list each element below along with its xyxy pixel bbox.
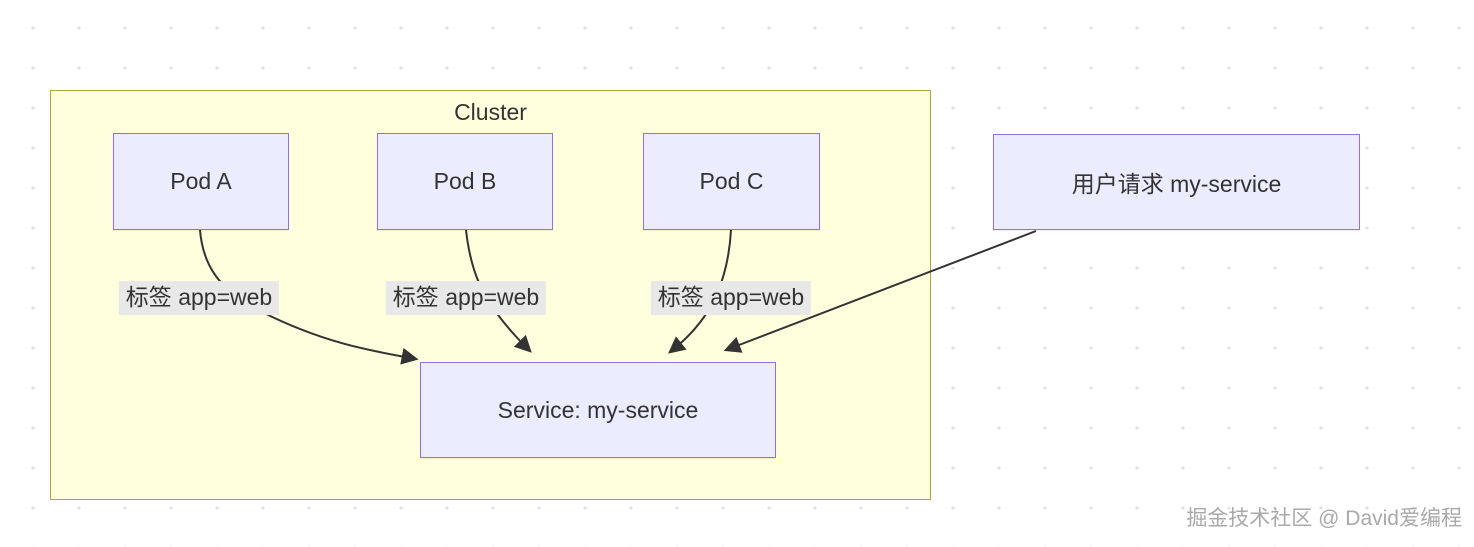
- watermark: 掘金技术社区 @ David爱编程: [1186, 507, 1462, 530]
- node-pod-a-label: Pod A: [170, 168, 232, 194]
- node-user-request: 用户请求 my-service: [993, 134, 1360, 230]
- node-pod-c: Pod C: [643, 133, 820, 230]
- edge-label-pod-b: 标签 app=web: [385, 281, 547, 315]
- node-service: Service: my-service: [420, 362, 776, 458]
- node-pod-b-label: Pod B: [433, 168, 497, 194]
- node-service-label: Service: my-service: [497, 396, 699, 423]
- node-pod-b: Pod B: [377, 133, 553, 230]
- edge-label-pod-a: 标签 app=web: [118, 281, 280, 315]
- node-user-request-label: 用户请求 my-service: [1071, 171, 1282, 197]
- node-pod-c-label: Pod C: [699, 168, 764, 194]
- node-pod-a: Pod A: [113, 133, 289, 230]
- edge-user-request-to-service: [723, 230, 1037, 353]
- cluster-title: Cluster: [454, 99, 527, 125]
- edge-label-pod-c: 标签 app=web: [650, 281, 812, 315]
- edge-pod-c-to-service: [668, 229, 732, 354]
